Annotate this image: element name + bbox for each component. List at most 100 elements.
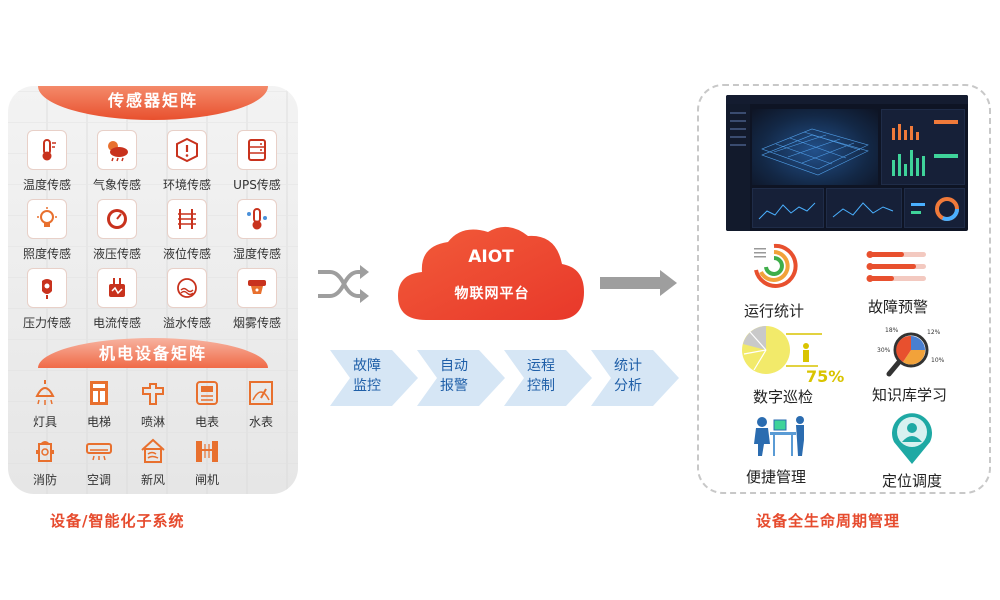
feature-easy-management[interactable]: 便捷管理 — [744, 410, 808, 487]
feature-label: 故障预警 — [867, 298, 928, 316]
mech-grid: 灯具 电梯 喷淋 电表 水表 — [18, 376, 290, 488]
smoke-detector-icon — [237, 268, 277, 308]
sensor-label: 照度传感 — [22, 247, 71, 261]
water-meter-icon — [243, 376, 279, 410]
water-overflow-icon — [167, 268, 207, 308]
sensor-label: 溢水传感 — [162, 316, 211, 330]
step-line2: 监控 — [353, 378, 381, 394]
svg-text:18%: 18% — [885, 327, 899, 334]
sensor-label: 环境传感 — [162, 178, 211, 192]
sensor-item[interactable]: 照度传感 — [12, 199, 82, 262]
sensor-label: 液位传感 — [162, 247, 211, 261]
sensor-item[interactable]: 溢水传感 — [152, 268, 222, 331]
step-line2: 分析 — [614, 378, 642, 394]
sensor-item[interactable]: 温度传感 — [12, 130, 82, 193]
dashboard-line-panel-1 — [752, 188, 824, 228]
mech-item[interactable]: 空调 — [72, 434, 126, 488]
mech-label: 闸机 — [194, 473, 219, 487]
sensor-item[interactable]: 液压传感 — [82, 199, 152, 262]
sensor-label: 压力传感 — [22, 316, 71, 330]
step-line1: 自动 — [440, 358, 468, 374]
desk-management-icon — [744, 410, 808, 466]
dashboard-topbar — [726, 95, 968, 104]
weather-icon — [97, 130, 137, 170]
mech-item[interactable]: 电表 — [180, 376, 234, 430]
mech-item[interactable]: 灯具 — [18, 376, 72, 430]
dashboard-3d-building — [752, 109, 878, 185]
fresh-air-icon — [135, 434, 171, 468]
feature-label: 运行统计 — [744, 302, 805, 320]
mech-label: 电表 — [194, 415, 219, 429]
dashboard-bar-panel — [881, 109, 965, 185]
subsystem-caption: 设备/智能化子系统 — [50, 512, 185, 530]
step-line2: 报警 — [440, 378, 468, 394]
sensor-label: 液压传感 — [92, 247, 141, 261]
sensor-item[interactable]: 电流传感 — [82, 268, 152, 331]
process-step: 自动报警 — [417, 350, 507, 406]
step-line1: 故障 — [353, 358, 381, 374]
dashboard-line-panel-2 — [826, 188, 902, 228]
elevator-icon — [81, 376, 117, 410]
sensor-label: 气象传感 — [92, 178, 141, 192]
aiot-cloud-icon — [396, 226, 586, 330]
mech-item[interactable]: 喷淋 — [126, 376, 180, 430]
magnifier-chart-icon: 18% 12% 10% 30% — [875, 322, 945, 384]
sprinkler-icon — [135, 376, 171, 410]
sensor-item[interactable]: 压力传感 — [12, 268, 82, 331]
feature-label: 数字巡检 — [752, 388, 813, 406]
feature-label: 定位调度 — [882, 472, 943, 490]
sensor-item[interactable]: 湿度传感 — [222, 199, 292, 262]
sensor-item[interactable]: 烟雾传感 — [222, 268, 292, 331]
pressure-sensor-icon — [27, 268, 67, 308]
step-line1: 统计 — [614, 358, 642, 374]
lifecycle-panel — [697, 84, 991, 494]
dashboard-sidebar — [726, 104, 750, 231]
sensor-label: UPS传感 — [233, 178, 281, 192]
pressure-gauge-icon — [97, 199, 137, 239]
mech-item[interactable]: 水表 — [234, 376, 288, 430]
ups-icon — [237, 130, 277, 170]
mech-label: 新风 — [140, 473, 165, 487]
air-conditioner-icon — [81, 434, 117, 468]
lifecycle-caption: 设备全生命周期管理 — [756, 512, 901, 530]
sensor-item[interactable]: 环境传感 — [152, 130, 222, 193]
sensor-label: 电流传感 — [92, 316, 141, 330]
feature-fault-warning[interactable]: 故障预警 — [866, 244, 930, 317]
feature-label: 知识库学习 — [872, 386, 948, 404]
feature-digital-inspection[interactable]: 数字巡检 — [740, 320, 826, 407]
sensor-label: 烟雾传感 — [232, 316, 281, 330]
svg-text:30%: 30% — [877, 347, 891, 354]
feature-knowledge-learning[interactable]: 18% 12% 10% 30% 知识库学习 — [872, 322, 947, 405]
sensor-item[interactable]: 液位传感 — [152, 199, 222, 262]
mech-label: 喷淋 — [140, 415, 165, 429]
location-pin-icon — [884, 412, 940, 470]
lamp-icon — [27, 376, 63, 410]
process-step: 统计分析 — [591, 350, 681, 406]
right-arrow-icon — [600, 268, 678, 302]
process-steps: 故障监控 自动报警 运程控制 统计分析 — [330, 350, 681, 406]
mech-item[interactable]: 消防 — [18, 434, 72, 488]
mech-item[interactable]: 新风 — [126, 434, 180, 488]
liquid-level-icon — [167, 199, 207, 239]
subsystem-panel: 传感器矩阵 温度传感 气象传感 环境传感 UPS传感 — [8, 86, 298, 494]
light-bulb-icon — [27, 199, 67, 239]
process-step: 运程控制 — [504, 350, 594, 406]
process-step: 故障监控 — [330, 350, 420, 406]
humidity-thermometer-icon — [237, 199, 277, 239]
feature-label: 便捷管理 — [745, 468, 806, 486]
environment-warning-icon — [167, 130, 207, 170]
feature-location-dispatch[interactable]: 定位调度 — [882, 412, 942, 491]
feature-run-stats[interactable]: 运行统计 — [744, 240, 804, 321]
step-line2: 控制 — [527, 378, 555, 394]
turnstile-icon — [189, 434, 225, 468]
fire-hydrant-icon — [27, 434, 63, 468]
dashboard-screenshot — [726, 95, 968, 231]
mech-item[interactable]: 电梯 — [72, 376, 126, 430]
cloud-title: AIOT — [468, 247, 514, 267]
mech-item[interactable]: 闸机 — [180, 434, 234, 488]
sensor-item[interactable]: 气象传感 — [82, 130, 152, 193]
current-sensor-icon — [97, 268, 137, 308]
step-line1: 运程 — [527, 358, 555, 374]
mech-label: 灯具 — [32, 415, 57, 429]
sensor-item[interactable]: UPS传感 — [222, 130, 292, 193]
